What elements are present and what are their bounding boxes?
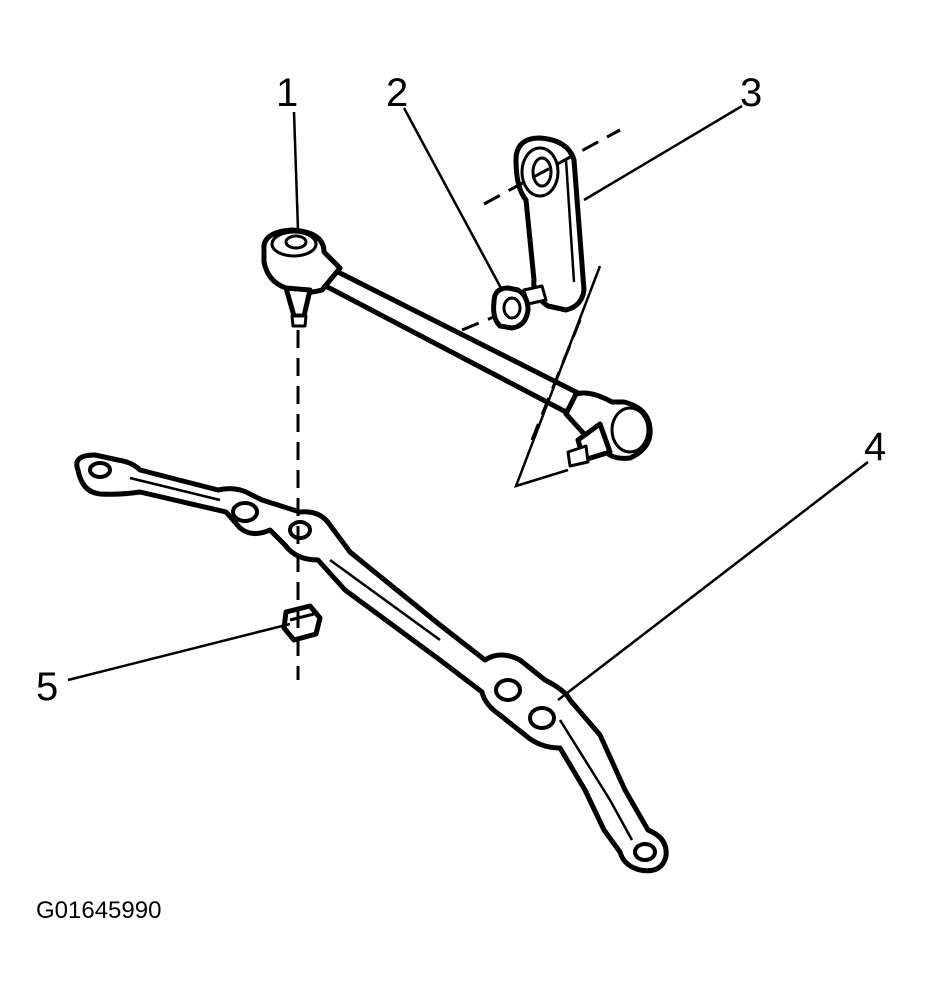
- callout-4: 4: [864, 425, 886, 469]
- callout-3: 3: [740, 71, 762, 115]
- callout-5: 5: [36, 665, 58, 709]
- callout-1: 1: [276, 71, 298, 115]
- figure-id: G01645990: [36, 897, 161, 924]
- part-1-tie-rod: [261, 227, 653, 468]
- part-2-nut: [491, 284, 548, 331]
- callout-2: 2: [386, 71, 408, 115]
- leader-lines: [67, 104, 869, 701]
- part-5-nut: [281, 603, 323, 643]
- part-4-center-link: [74, 452, 669, 874]
- part-3-idler-arm: [513, 135, 587, 313]
- center-lines: [296, 128, 621, 680]
